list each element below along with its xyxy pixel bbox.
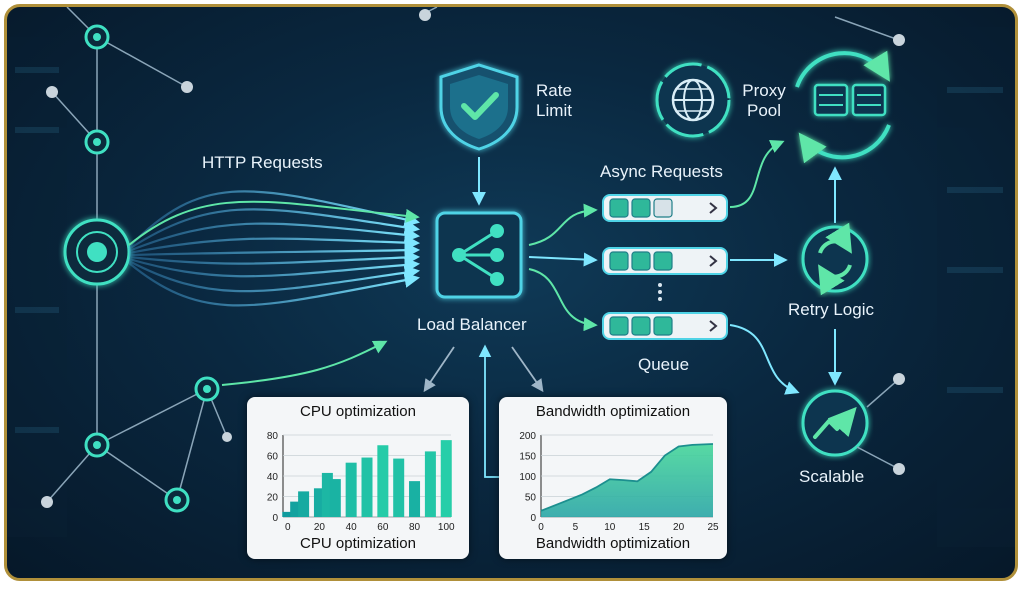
rate-limit-label-line2: Limit xyxy=(536,101,572,120)
queue-slot-filled xyxy=(609,316,629,336)
queue-slot-filled xyxy=(609,251,629,271)
y-tick-label: 0 xyxy=(272,513,278,524)
bar xyxy=(282,511,294,517)
source-hub-node xyxy=(63,218,131,286)
rate-limit-shield-icon xyxy=(439,63,519,151)
queue-slot-filled xyxy=(631,251,651,271)
bandwidth-optimization-chart: Bandwidth optimization 0 50 100 150 200 0 5 10 1… xyxy=(499,397,727,559)
x-tick-label: 20 xyxy=(673,522,685,533)
chevron-right-icon xyxy=(709,202,718,214)
scalable-label: Scalable xyxy=(799,467,865,486)
y-tick-label: 0 xyxy=(530,513,536,524)
proxy-globe-icon xyxy=(655,62,731,138)
chart-title: Bandwidth optimization xyxy=(535,403,691,420)
x-tick-label: 0 xyxy=(538,522,544,533)
chart-x-label: CPU optimization xyxy=(300,535,416,552)
x-tick-label: 20 xyxy=(314,522,326,533)
cpu-optimization-chart: CPU optimization 0 20 40 60 80 0 20 40 60 80 100 C… xyxy=(247,397,469,559)
async-requests-label: Async Requests xyxy=(600,162,723,181)
queue-item xyxy=(602,312,728,340)
server-rack-right xyxy=(937,27,1015,547)
queue-item xyxy=(602,194,728,222)
cpu-chart-plot: 0 20 40 60 80 0 20 40 60 80 100 xyxy=(267,431,455,533)
lb-to-chart-arrows xyxy=(423,344,544,478)
bar xyxy=(345,462,357,517)
server-rack-left xyxy=(7,37,67,537)
http-requests-label: HTTP Requests xyxy=(202,153,323,172)
queue-item xyxy=(602,247,728,275)
x-tick-label: 40 xyxy=(346,522,358,533)
x-tick-label: 80 xyxy=(409,522,421,533)
network-graph-right xyxy=(834,16,900,470)
diagram-frame: HTTP Requests Rate Limit Load Balancer A… xyxy=(4,4,1018,581)
bandwidth-chart-plot: 0 50 100 150 200 0 5 10 15 20 25 xyxy=(519,431,719,533)
x-tick-label: 25 xyxy=(707,522,719,533)
queue-ellipsis xyxy=(658,283,662,301)
bar xyxy=(298,491,310,517)
http-request-flows xyxy=(128,190,421,307)
flow-lines-green xyxy=(128,200,420,386)
load-balancer-label: Load Balancer xyxy=(417,315,527,334)
network-nodes-left xyxy=(41,9,431,513)
y-tick-label: 20 xyxy=(267,493,279,504)
bar xyxy=(393,458,405,517)
bar xyxy=(409,481,421,517)
chevron-right-icon xyxy=(709,255,718,267)
load-balancer-icon xyxy=(435,211,523,299)
y-tick-label: 100 xyxy=(519,472,536,483)
y-tick-label: 150 xyxy=(519,452,536,463)
queue-slot-filled xyxy=(631,316,651,336)
rate-limit-label-line1: Rate xyxy=(536,81,572,100)
network-nodes-right xyxy=(893,34,905,475)
bar xyxy=(321,472,333,517)
bar xyxy=(377,445,389,517)
bar xyxy=(313,488,325,517)
y-tick-label: 200 xyxy=(519,431,536,442)
bar xyxy=(329,479,341,517)
queue-to-right-arrows xyxy=(729,139,800,395)
area-line xyxy=(540,443,714,512)
proxy-pool-label-line2: Pool xyxy=(746,101,782,120)
y-tick-label: 80 xyxy=(267,431,279,442)
queue-slot-filled xyxy=(653,316,673,336)
proxy-pool-servers-icon xyxy=(795,50,891,164)
queue-label: Queue xyxy=(638,355,690,374)
chevron-right-icon xyxy=(709,320,718,332)
y-tick-label: 50 xyxy=(525,493,537,504)
chart-title: CPU optimization xyxy=(300,403,416,420)
bar xyxy=(424,451,436,517)
x-tick-label: 0 xyxy=(285,522,291,533)
bar xyxy=(290,501,302,517)
rate-limit-label: Rate Limit xyxy=(519,81,589,121)
queue-list xyxy=(602,194,728,340)
retry-logic-icon xyxy=(801,222,869,296)
queue-slot-filled xyxy=(631,198,651,218)
x-tick-label: 100 xyxy=(438,522,455,533)
queue-slot-filled xyxy=(609,198,629,218)
x-tick-label: 60 xyxy=(377,522,389,533)
bar xyxy=(440,440,452,517)
retry-logic-label: Retry Logic xyxy=(788,300,874,319)
scalable-trend-icon xyxy=(801,389,869,457)
diagram-canvas xyxy=(7,7,1015,547)
chart-x-label: Bandwidth optimization xyxy=(535,535,691,552)
proxy-pool-label-line1: Proxy xyxy=(742,81,786,100)
y-tick-label: 40 xyxy=(267,472,279,483)
lb-to-queue-arrows xyxy=(528,203,598,332)
x-tick-label: 10 xyxy=(604,522,616,533)
y-tick-label: 60 xyxy=(267,452,279,463)
x-tick-label: 15 xyxy=(639,522,651,533)
proxy-pool-label: Proxy Pool xyxy=(729,81,799,121)
queue-slot-empty xyxy=(653,198,673,218)
bar xyxy=(361,457,373,517)
queue-slot-filled xyxy=(653,251,673,271)
x-tick-label: 5 xyxy=(573,522,579,533)
